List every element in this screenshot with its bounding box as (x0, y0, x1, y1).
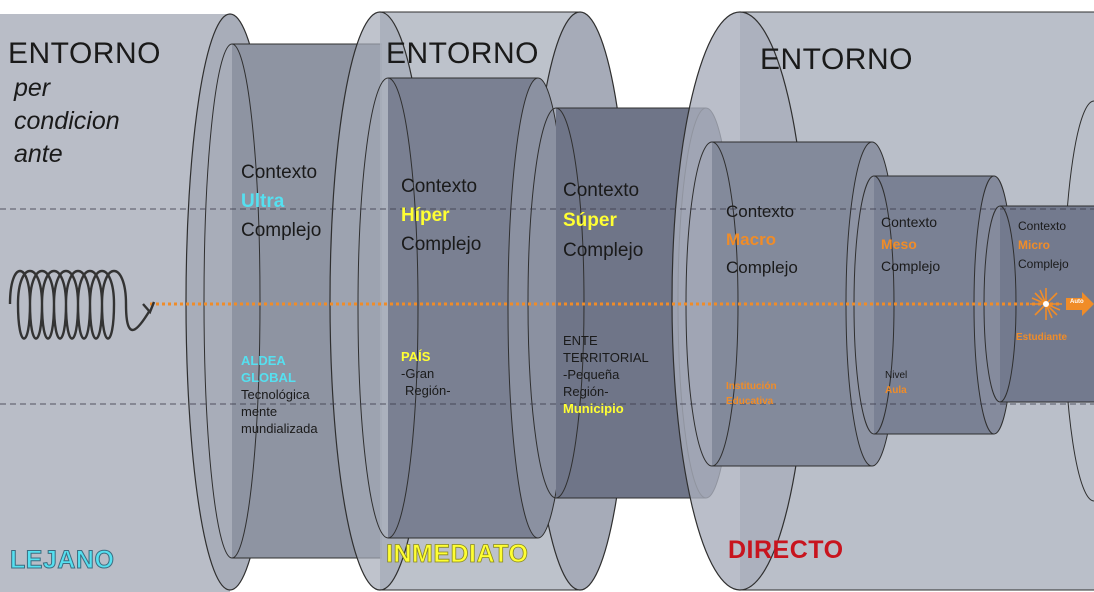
level-ente-4: Región- (563, 384, 609, 399)
context-meso-line1: Contexto (881, 214, 938, 230)
starburst-icon (1030, 288, 1062, 320)
level-nivel-2: Aula (885, 385, 907, 396)
level-estudiante: Estudiante (1016, 332, 1068, 343)
level-institucion-2: Educativa (726, 396, 774, 407)
level-aldea-2: GLOBAL (241, 370, 296, 385)
entorno-far-subtitle-3: ante (14, 140, 63, 168)
level-ente-3: -Pequeña (563, 367, 620, 382)
orange-arrow-icon (1066, 292, 1094, 316)
context-ultra-line1: Contexto (241, 162, 318, 183)
level-nivel-1: Nivel (885, 370, 908, 381)
context-meso-name: Meso (881, 236, 917, 252)
entorno-near-title: ENTORNO (760, 43, 913, 76)
context-hiper-name: Híper (401, 205, 450, 226)
level-ente-2: TERRITORIAL (563, 350, 649, 365)
coil-spiral-icon (8, 270, 156, 340)
footer-directo: DIRECTO (728, 536, 844, 564)
level-pais-3: Región- (405, 383, 451, 398)
entorno-far-title: ENTORNO (8, 37, 161, 70)
context-micro-line3: Complejo (1018, 257, 1069, 271)
context-hiper-line3: Complejo (401, 234, 482, 255)
context-macro-name: Macro (726, 230, 777, 249)
level-aldea-3: Tecnológica (241, 387, 310, 402)
context-macro-line1: Contexto (726, 202, 795, 221)
level-aldea-4: mente (241, 404, 278, 419)
level-aldea-1: ALDEA (241, 353, 286, 368)
context-hiper-line1: Contexto (401, 176, 478, 197)
context-super-line3: Complejo (563, 240, 644, 261)
context-micro-name: Micro (1018, 238, 1051, 252)
level-auto: Auto (1070, 299, 1084, 305)
context-macro-line3: Complejo (726, 258, 798, 277)
level-ente-5: Municipio (563, 401, 624, 416)
cylinder-hiper (357, 77, 569, 539)
context-ultra-line3: Complejo (241, 220, 322, 241)
level-pais-2: -Gran (401, 366, 435, 381)
entorno-mid-title: ENTORNO (386, 37, 539, 70)
level-institucion-1: Institución (726, 381, 777, 392)
level-pais-1: PAÍS (401, 349, 431, 364)
entorno-far-subtitle-1: per (14, 74, 51, 102)
level-ente-1: ENTE (563, 333, 598, 348)
footer-inmediato: INMEDIATO (386, 540, 529, 569)
entorno-far-subtitle-2: condicion (14, 107, 120, 135)
context-super-name: Súper (563, 210, 617, 231)
level-aldea-5: mundializada (241, 421, 318, 436)
context-super-line1: Contexto (563, 180, 640, 201)
footer-lejano: LEJANO (9, 546, 115, 575)
context-micro-line1: Contexto (1018, 219, 1067, 233)
context-ultra-name: Ultra (241, 191, 285, 212)
context-meso-line3: Complejo (881, 258, 941, 274)
